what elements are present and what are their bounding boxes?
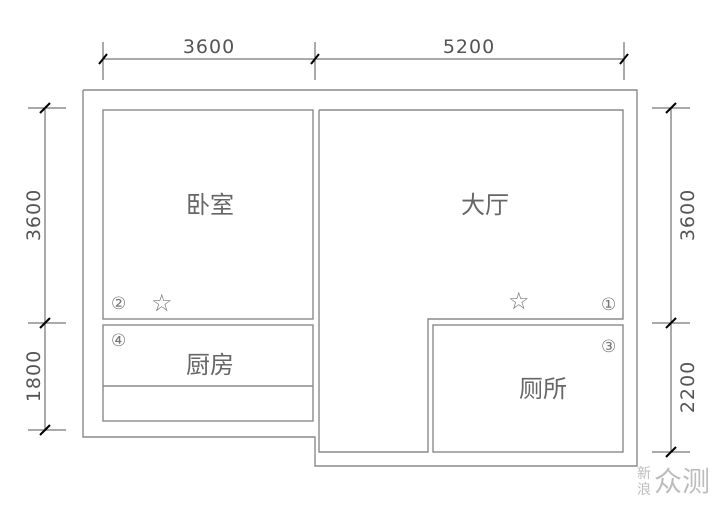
top-dimension: 3600 5200 <box>98 36 629 80</box>
bedroom-wall <box>102 109 314 320</box>
top-tick-left <box>98 53 108 65</box>
toilet-wall <box>432 324 624 453</box>
star-icon-bedroom: ☆ <box>151 289 173 317</box>
outer-wall <box>82 89 638 467</box>
watermark-line2: 浪 <box>637 482 651 498</box>
room-label-hall: 大厅 <box>461 191 509 219</box>
kitchen-wall <box>102 324 314 422</box>
watermark-line1: 新 <box>637 466 651 482</box>
left-dimension: 3600 1800 <box>23 102 66 436</box>
right-tick-bottom <box>665 446 677 458</box>
room-label-bedroom: 卧室 <box>186 191 234 219</box>
dim-top-left: 3600 <box>183 36 235 58</box>
left-tick-mid <box>39 317 51 329</box>
marker-4: ④ <box>111 331 126 351</box>
top-tick-right <box>619 53 629 65</box>
dim-right-top: 3600 <box>677 189 699 241</box>
dim-left-top: 3600 <box>23 189 45 241</box>
marker-1: ① <box>601 295 616 315</box>
dim-top-right: 5200 <box>443 36 495 58</box>
right-tick-mid <box>665 317 677 329</box>
room-label-toilet: 厕所 <box>519 375 567 403</box>
dim-right-bottom: 2200 <box>677 361 699 413</box>
marker-2: ② <box>111 294 126 314</box>
top-tick-mid <box>310 53 320 65</box>
right-tick-top <box>665 102 677 114</box>
left-tick-top <box>39 102 51 114</box>
dim-left-bottom: 1800 <box>23 350 45 402</box>
watermark: 新 浪 众测 <box>637 465 710 498</box>
star-icon-hall: ☆ <box>508 287 530 315</box>
right-dimension: 3600 2200 <box>652 102 699 458</box>
watermark-brand: 众测 <box>654 465 710 498</box>
hall-wall <box>318 109 624 453</box>
room-label-kitchen: 厨房 <box>186 351 234 379</box>
left-tick-bottom <box>39 424 51 436</box>
marker-3: ③ <box>601 337 616 357</box>
